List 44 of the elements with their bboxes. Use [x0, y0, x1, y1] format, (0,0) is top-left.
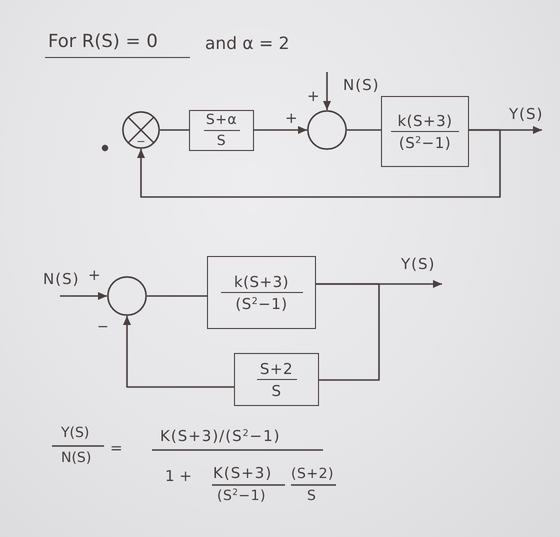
sign-label: + — [307, 89, 320, 104]
signal-label: Y(S) — [401, 256, 436, 274]
transfer-function-denominator: (S$^{2}$−1) — [398, 134, 452, 152]
transfer-function-denominator: S — [271, 382, 282, 400]
annotation-text: and α = 2 — [205, 35, 290, 55]
formula-term: N(S) — [61, 450, 92, 466]
transfer-function-numerator: k(S+3) — [234, 272, 290, 290]
transfer-function-block — [189, 110, 254, 151]
signal-arrow — [254, 126, 307, 134]
summing-junction — [107, 276, 147, 316]
formula-term: = — [110, 440, 123, 458]
transfer-function-block — [207, 256, 316, 329]
signal-arrow — [60, 292, 107, 300]
signal-line — [347, 129, 381, 131]
formula-term: K(S+3) — [213, 465, 272, 482]
signal-line — [316, 283, 380, 381]
transfer-function-numerator: S+2 — [260, 360, 294, 378]
signal-arrow — [123, 316, 234, 388]
signal-label: Y(S) — [509, 106, 544, 124]
transfer-function-numerator: S+α — [206, 112, 238, 128]
sign-label: + — [285, 111, 298, 126]
transfer-function-denominator: S — [216, 132, 226, 150]
formula-term: (S$^{2}$−1) — [217, 488, 266, 504]
formula-term: S — [307, 488, 316, 504]
signal-line — [147, 295, 207, 297]
sign-label: − — [136, 136, 146, 147]
signal-line — [160, 129, 189, 131]
transfer-function-numerator: k(S+3) — [397, 112, 453, 130]
formula-term: K(S+3)/(S$^{2}$−1) — [160, 428, 280, 446]
signal-arrow — [323, 72, 331, 110]
formula-term: Y(S) — [61, 425, 90, 442]
summing-junction — [307, 110, 347, 150]
summing-junction — [122, 111, 160, 149]
formula-term: (S+2) — [291, 466, 334, 482]
transfer-function-block — [381, 96, 469, 167]
formula-term: 1 + — [165, 468, 192, 486]
sign-label: + — [88, 268, 101, 283]
sign-label: − — [97, 320, 109, 334]
transfer-function-denominator: (S$^{2}$−1) — [235, 294, 288, 312]
signal-label: N(S) — [43, 271, 80, 288]
signal-arrow — [137, 129, 501, 198]
transfer-function-block — [234, 353, 319, 406]
diagram-title: For R(S) = 0 — [45, 32, 190, 58]
signal-label: N(S) — [343, 77, 380, 94]
